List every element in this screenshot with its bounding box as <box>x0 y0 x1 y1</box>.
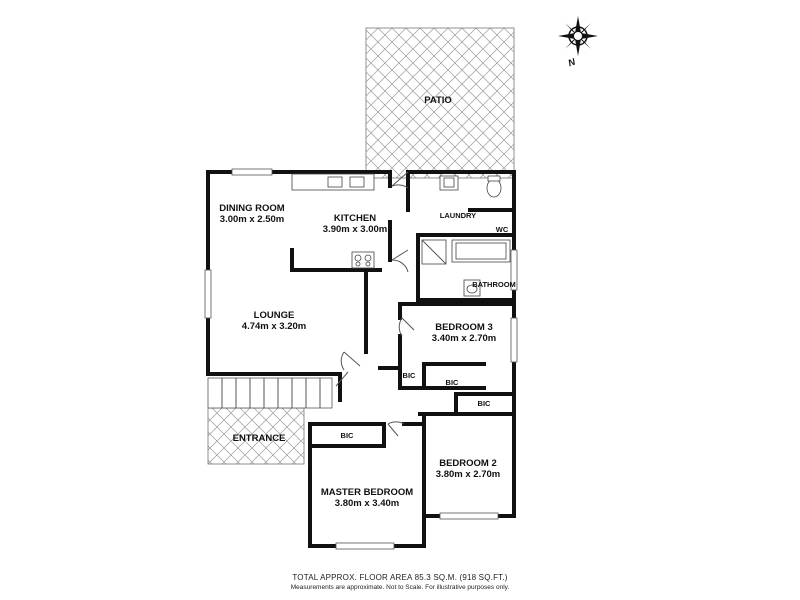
bic-label-4: BIC <box>341 431 355 440</box>
kitchen-label: KITCHEN <box>334 213 376 224</box>
wet-area-fixtures <box>421 175 511 297</box>
master-bedroom-size: 3.80m x 3.40m <box>335 498 399 509</box>
lounge-size: 4.74m x 3.20m <box>242 321 306 332</box>
walls <box>206 170 516 548</box>
entrance-deck <box>207 407 305 465</box>
compass-north-label: N <box>567 56 578 69</box>
compass-rose-icon <box>558 16 598 56</box>
bic-label-1: BIC <box>403 371 417 380</box>
patio-area <box>365 27 515 179</box>
laundry-label: LAUNDRY <box>440 211 476 220</box>
dining-room-size: 3.00m x 2.50m <box>220 214 284 225</box>
total-area-text: TOTAL APPROX. FLOOR AREA 85.3 SQ.M. (918… <box>292 573 508 582</box>
patio-label: PATIO <box>424 95 452 106</box>
bic-label-2: BIC <box>446 378 460 387</box>
dining-room-label: DINING ROOM <box>219 203 285 214</box>
bedroom-3-label: BEDROOM 3 <box>435 322 493 333</box>
entrance-label: ENTRANCE <box>233 433 286 444</box>
door-swings <box>335 171 415 437</box>
disclaimer-text: Measurements are approximate. Not to Sca… <box>290 584 510 591</box>
wc-label: WC <box>496 225 509 234</box>
bedroom-2-size: 3.80m x 2.70m <box>436 469 500 480</box>
bedroom-3-size: 3.40m x 2.70m <box>432 333 496 344</box>
entrance-stairs <box>207 377 333 409</box>
windows <box>204 168 518 550</box>
bedroom-2-label: BEDROOM 2 <box>439 458 497 469</box>
kitchen-size: 3.90m x 3.00m <box>323 224 387 235</box>
bic-label-3: BIC <box>478 399 492 408</box>
master-bedroom-label: MASTER BEDROOM <box>321 487 413 498</box>
lounge-label: LOUNGE <box>254 310 295 321</box>
kitchen-fixtures <box>291 173 375 269</box>
bathroom-label: BATHROOM <box>472 280 516 289</box>
